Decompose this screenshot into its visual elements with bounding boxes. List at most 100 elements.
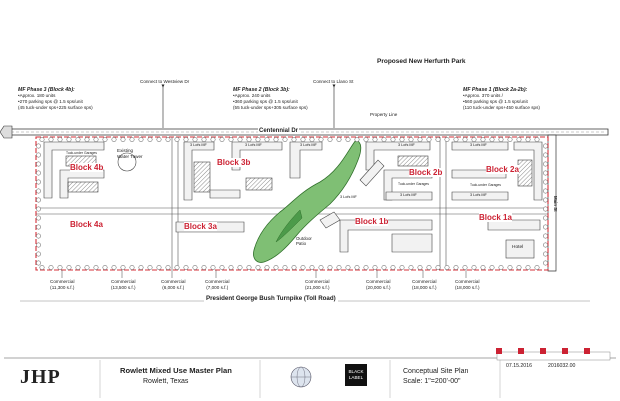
tree-icon	[36, 251, 41, 257]
tree-icon	[36, 170, 41, 176]
commercial-pads	[61, 270, 467, 278]
phase1-line-3: (110 tuck-under sps+450 surface sps)	[463, 105, 540, 110]
tree-icon	[309, 265, 315, 270]
tree-icon	[543, 215, 548, 221]
tree-icon	[444, 137, 450, 142]
tree-icon	[498, 265, 504, 270]
phase3-line-2: •270 parking sps @ 1.5 sps/unit	[18, 99, 83, 104]
tree-icon	[399, 137, 405, 142]
tree-icon	[165, 137, 171, 142]
tree-icon	[111, 137, 117, 142]
globe-logo-icon	[290, 366, 312, 388]
tree-icon	[327, 265, 333, 270]
commercial-area: (18,000 s.f.)	[412, 284, 437, 290]
block-4b-buildings	[43, 141, 137, 199]
phase1-line-1: •Approx. 370 units /	[463, 93, 503, 98]
tree-icon	[129, 265, 135, 270]
tree-icon	[111, 265, 117, 270]
tree-icon	[543, 260, 548, 266]
tree-icon	[156, 265, 162, 270]
tree-icon	[219, 137, 225, 142]
toll-road-label: President George Bush Turnpike (Toll Roa…	[204, 295, 338, 302]
tree-icon	[543, 197, 548, 203]
commercial-name: Commercial	[455, 279, 480, 284]
tree-icon	[534, 265, 540, 270]
phase1-annotation: MF Phase 1 (Block 2a-2b): •Approx. 370 u…	[463, 87, 540, 111]
tree-icon	[354, 265, 360, 270]
tree-icon	[498, 137, 504, 142]
commercial-name: Commercial	[111, 279, 136, 284]
property-line-label: Property Line	[370, 112, 398, 117]
tree-icon	[543, 251, 548, 257]
phase1-title: MF Phase 1 (Block 2a-2b):	[463, 87, 528, 93]
tree-icon	[39, 137, 45, 142]
tree-icon	[48, 265, 54, 270]
tree-icon	[471, 265, 477, 270]
tree-icon	[264, 137, 270, 142]
revision-strip	[496, 351, 611, 361]
tree-icon	[102, 137, 108, 142]
tree-icon	[516, 137, 522, 142]
sheet-scale: Scale: 1"=200'-00"	[403, 378, 461, 385]
revision-marker-1	[496, 348, 502, 354]
tree-icon	[417, 137, 423, 142]
tree-icon	[129, 137, 135, 142]
tree-icon	[120, 265, 126, 270]
mf-label-8: 3 Lofs MF	[340, 195, 357, 199]
tree-icon	[489, 265, 495, 270]
tree-icon	[480, 137, 486, 142]
tree-icon	[264, 265, 270, 270]
tree-icon	[84, 265, 90, 270]
black-label-logo	[345, 364, 367, 386]
hotel-label: Hotel	[512, 245, 524, 250]
side-road-label: Main St	[553, 196, 558, 212]
tree-icon	[36, 233, 41, 239]
revision-marker-3	[540, 348, 546, 354]
tree-icon	[336, 137, 342, 142]
tree-icon	[345, 265, 351, 270]
phase2-line-1: •Approx. 240 units	[233, 93, 271, 98]
tree-icon	[543, 161, 548, 167]
tree-icon	[390, 265, 396, 270]
tree-icon	[246, 137, 252, 142]
phase2-line-2: •360 parking sps @ 1.5 sps/unit	[233, 99, 298, 104]
tree-icon	[246, 265, 252, 270]
commercial-name: Commercial	[205, 279, 230, 284]
tree-icon	[543, 233, 548, 239]
tree-icon	[237, 265, 243, 270]
tree-icon	[93, 137, 99, 142]
road-west-arrow-icon	[0, 125, 13, 139]
tree-icon	[327, 137, 333, 142]
side-road	[547, 134, 557, 272]
commercial-label-3: Commercial (6,000 s.f.)	[161, 279, 186, 290]
outdoor-patio-label: Outdoor Patio	[296, 236, 312, 246]
tree-icon	[543, 170, 548, 176]
tree-icon	[354, 137, 360, 142]
connector-llano-label: Connect to Llano St	[313, 79, 354, 84]
tree-icon	[453, 265, 459, 270]
tree-icon	[543, 224, 548, 230]
phase2-title: MF Phase 2 (Block 3b):	[233, 87, 290, 93]
tree-icon	[57, 137, 63, 142]
block-label-3b: Block 3b	[217, 158, 251, 167]
tree-icon	[336, 265, 342, 270]
tree-icon	[543, 143, 548, 149]
tree-icon	[309, 137, 315, 142]
revision-marker-5	[584, 348, 590, 354]
black-label-line-2: LABEL	[348, 374, 364, 380]
tree-icon	[201, 265, 207, 270]
tree-icon	[228, 265, 234, 270]
commercial-area: (18,000 s.f.)	[455, 284, 480, 290]
tree-icon	[273, 137, 279, 142]
tree-icon	[147, 265, 153, 270]
commercial-area: (6,000 s.f.)	[162, 284, 185, 290]
tree-icon	[36, 161, 41, 167]
mf-label-7: 3 Lofs MF	[470, 193, 487, 197]
commercial-label-4: Commercial (7,000 s.f.)	[205, 279, 230, 290]
project-title: Rowlett Mixed Use Master Plan	[120, 366, 232, 375]
tree-icon	[390, 137, 396, 142]
commercial-name: Commercial	[161, 279, 186, 284]
mf-label-1: 3 Lofs MF	[190, 143, 207, 147]
